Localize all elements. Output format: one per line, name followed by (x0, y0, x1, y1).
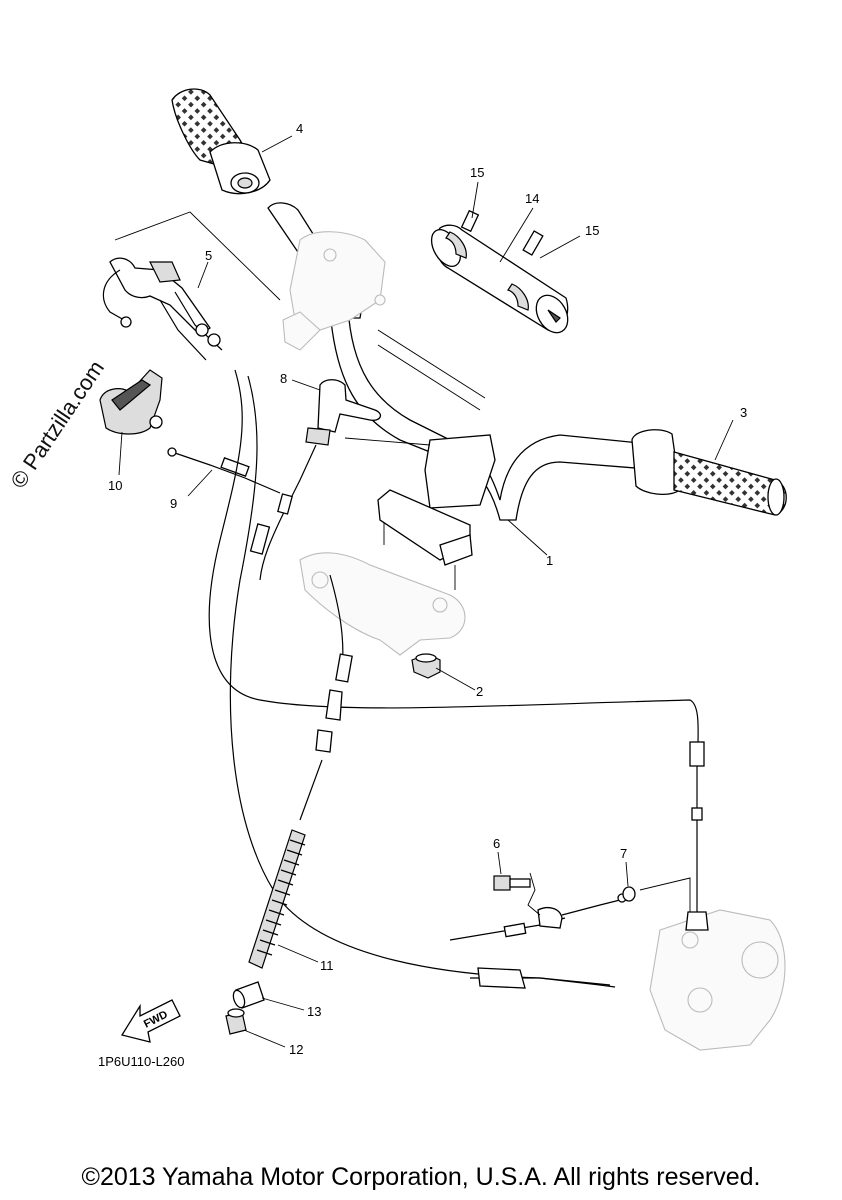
cable-end-right (689, 741, 705, 915)
callout-12: 12 (289, 1042, 303, 1057)
callout-15-upper: 15 (470, 165, 484, 180)
handlebar-pad (430, 224, 569, 334)
throttle-cables (208, 369, 699, 979)
leader-lines (118, 135, 734, 1048)
bolt (493, 872, 541, 916)
o-ring (622, 877, 691, 920)
lower-holder (299, 552, 466, 656)
lower-cables (449, 893, 627, 989)
callout-13: 13 (307, 1004, 321, 1019)
callout-3: 3 (740, 405, 747, 420)
clutch-cable (248, 574, 353, 969)
throttle-housing (267, 202, 386, 351)
left-grip (171, 88, 271, 195)
nut (411, 653, 441, 679)
copyright-notice: ©2013 Yamaha Motor Corporation, U.S.A. A… (81, 1163, 761, 1191)
carburetor (649, 909, 786, 1051)
callout-9: 9 (170, 496, 177, 511)
callout-7: 7 (620, 846, 627, 861)
hot-start-lever (99, 369, 163, 435)
cable-cap (232, 981, 265, 1009)
callout-10: 10 (108, 478, 122, 493)
watermark-text: © Partzilla.com (5, 356, 109, 493)
hot-start-cable (167, 447, 281, 494)
pad-clamp-right (507, 230, 544, 311)
callout-15-right: 15 (585, 223, 599, 238)
handlebar-holder (377, 434, 496, 590)
right-grip (631, 429, 787, 516)
engine-stop-switch (289, 379, 431, 501)
callout-8: 8 (280, 371, 287, 386)
pad-clamp-left (445, 209, 480, 259)
callout-2: 2 (476, 684, 483, 699)
clutch-lever (102, 257, 223, 361)
callout-14: 14 (525, 191, 539, 206)
callout-11: 11 (320, 958, 334, 973)
assembly-bracket-line (114, 211, 281, 301)
handlebar (329, 297, 661, 521)
callout-6: 6 (493, 836, 500, 851)
callout-4: 4 (296, 121, 303, 136)
callout-1: 1 (546, 553, 553, 568)
callout-5: 5 (205, 248, 212, 263)
fwd-arrow: FWD (120, 999, 181, 1043)
cable-adjuster (225, 1008, 247, 1035)
drawing-code: 1P6U110-L260 (98, 1054, 185, 1069)
